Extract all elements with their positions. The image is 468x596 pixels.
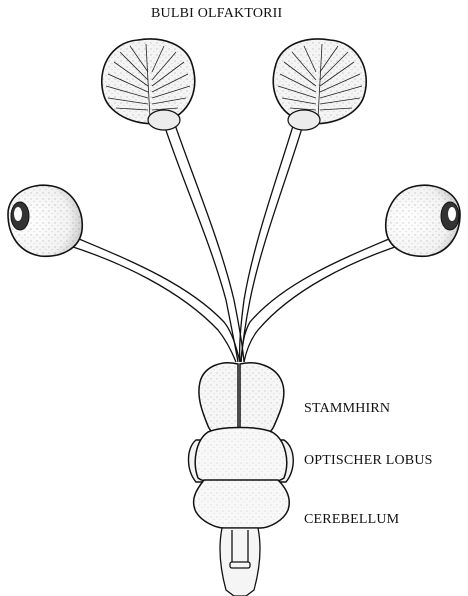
right-olfactory-bulb [273,39,366,130]
right-eye [386,185,460,256]
label-cerebellum: CEREBELLUM [304,512,399,528]
label-optischer-lobus: OPTISCHER LOBUS [304,453,433,469]
cerebellum [194,480,290,528]
left-olfactory-bulb [102,39,195,130]
label-bulbi-olfaktorii: BULBI OLFAKTORII [151,6,282,22]
optischer-lobus [189,428,294,486]
left-eye [8,185,82,256]
medulla [220,528,260,596]
olfactory-tracts [162,116,305,362]
stammhirn-lobes [199,363,284,438]
label-stammhirn: STAMMHIRN [304,401,390,417]
